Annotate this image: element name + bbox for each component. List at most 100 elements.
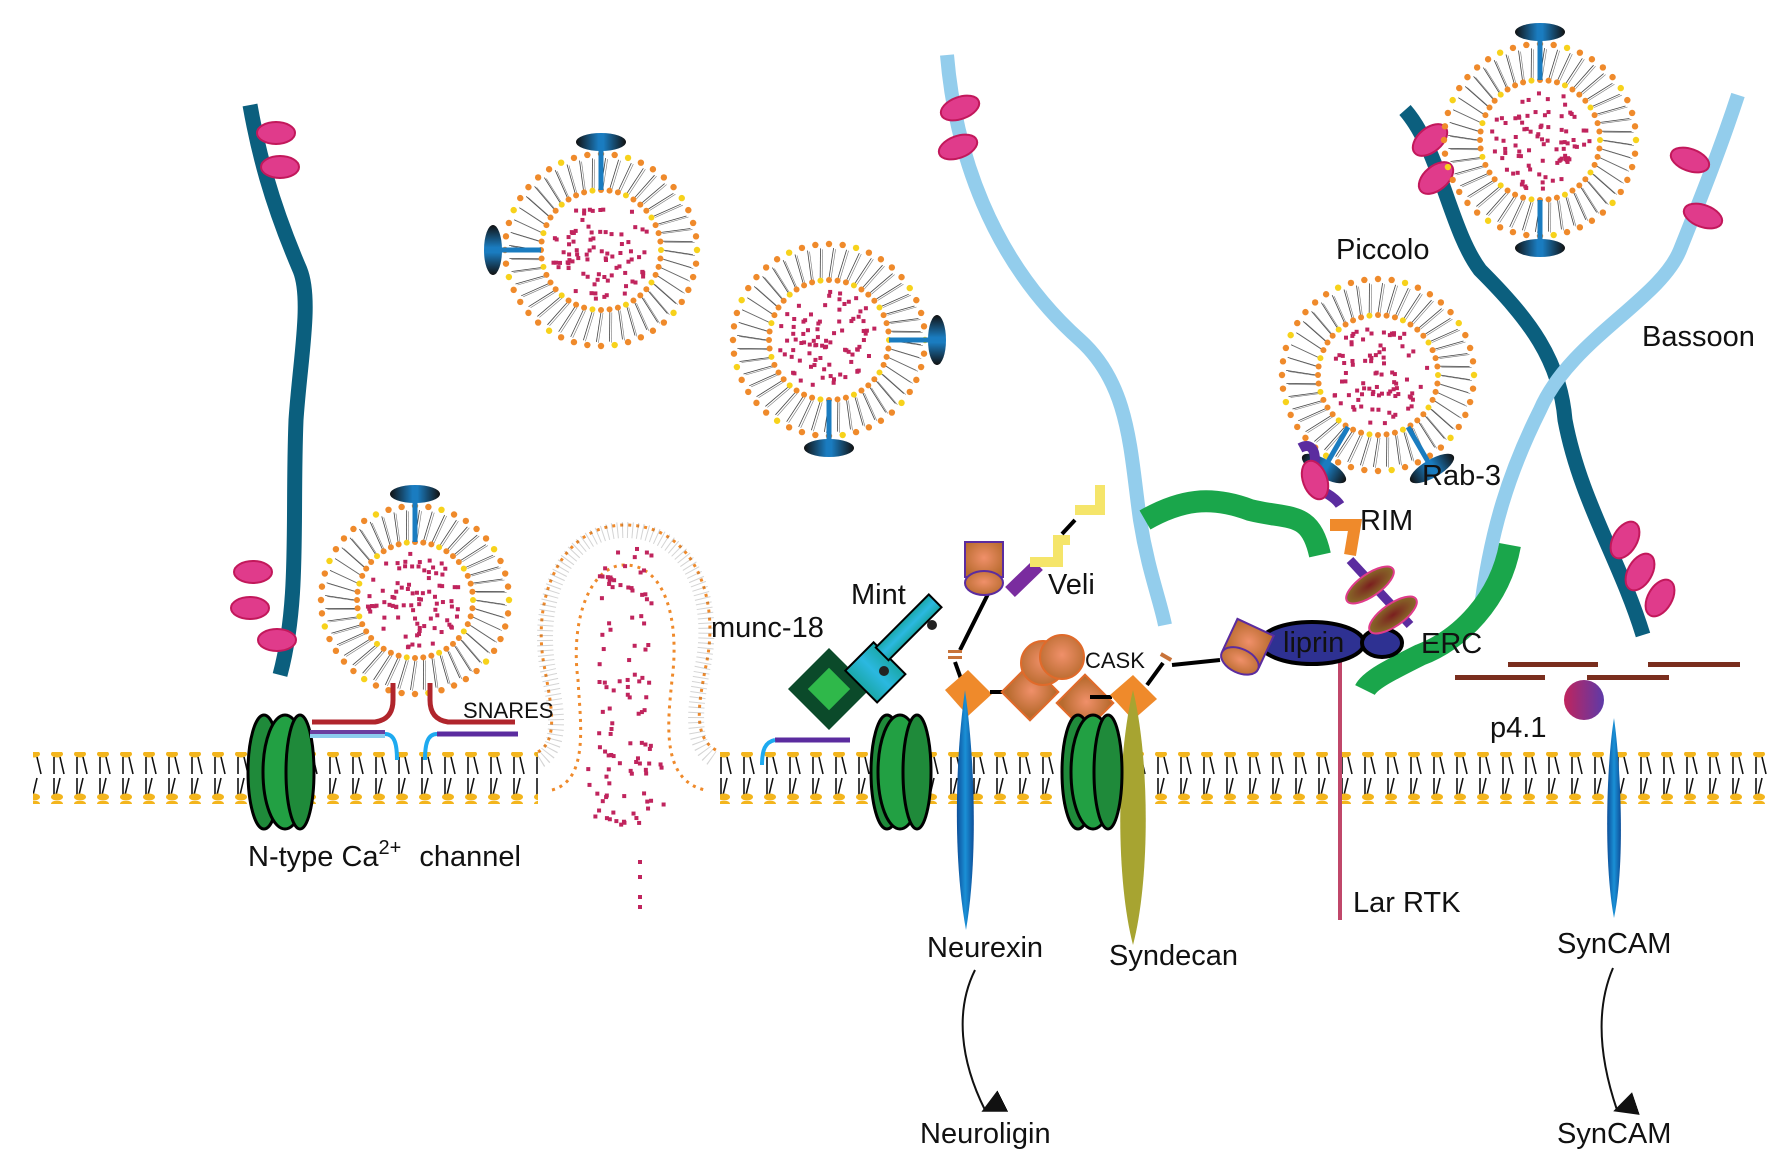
neurotransmitter-dot (1561, 94, 1566, 99)
neurotransmitter-dot (828, 374, 833, 379)
neurotransmitter-dot (1392, 331, 1397, 336)
neurotransmitter-dot (641, 274, 646, 279)
neurotransmitter-dot (622, 794, 627, 799)
synaptic-vesicle (317, 485, 513, 698)
actin-bar (1508, 662, 1598, 667)
p41-protein (1564, 680, 1604, 720)
neurotransmitter-dot (1526, 163, 1531, 168)
label-erc: ERC (1421, 628, 1482, 660)
neurotransmitter-dot (640, 675, 645, 680)
neurotransmitter-dot (1554, 147, 1559, 152)
labels: N-type Ca2+channel SNARES munc-18 Mint V… (248, 234, 1755, 1150)
neurotransmitter-dot (452, 585, 457, 590)
neurotransmitter-dot (638, 875, 642, 879)
neurotransmitter-dot (807, 342, 812, 347)
neurotransmitter-dot (644, 550, 649, 555)
neurotransmitter-dot (607, 706, 612, 711)
neurotransmitter-dot (405, 645, 410, 650)
neurotransmitter-dot (1537, 172, 1542, 177)
neurotransmitter-dot (417, 602, 422, 607)
rab3-protein (1515, 239, 1565, 257)
neurotransmitter-dot (1355, 388, 1360, 393)
neurotransmitter-dot (586, 224, 591, 229)
neurotransmitter-dot (403, 634, 408, 639)
neurotransmitter-dot (598, 229, 603, 234)
neurotransmitter-dot (597, 680, 602, 685)
neurotransmitter-dot (619, 242, 624, 247)
neurotransmitter-dot (625, 684, 630, 689)
neurotransmitter-dot (434, 571, 439, 576)
neurotransmitter-dot (628, 768, 633, 773)
neurotransmitter-dot (1587, 139, 1592, 144)
bassoon-filament-middle (937, 54, 1172, 627)
neurotransmitter-dot (387, 602, 392, 607)
neurotransmitter-dot (1379, 391, 1384, 396)
neurotransmitter-dot (1568, 110, 1573, 115)
ca-channel-3 (1060, 713, 1124, 831)
neurotransmitter-dot (410, 591, 415, 596)
neurotransmitter-dot (611, 754, 616, 759)
neurotransmitter-dot (1572, 144, 1577, 149)
neurotransmitter-dot (1404, 377, 1409, 382)
neurotransmitter-dot (831, 377, 836, 382)
neurotransmitter-dot (392, 595, 397, 600)
pink-domain (1682, 202, 1724, 230)
neurotransmitter-dot (439, 630, 444, 635)
pink-domain (256, 121, 296, 145)
neurotransmitter-dot (1567, 157, 1572, 162)
neurotransmitter-dot (849, 319, 854, 324)
neurotransmitter-dot (567, 258, 572, 263)
neurotransmitter-dot (624, 284, 629, 289)
neurotransmitter-dot (609, 232, 614, 237)
neurotransmitter-dot (603, 566, 608, 571)
pink-domain (1624, 552, 1656, 592)
neurotransmitter-dot (827, 362, 832, 367)
neurotransmitter-dot (1543, 175, 1548, 180)
neurotransmitter-dot (426, 576, 431, 581)
neurotransmitter-dot (1376, 393, 1381, 398)
neurotransmitter-dot (384, 561, 389, 566)
rim-pdz-domain (1330, 519, 1363, 556)
neurotransmitter-dot (604, 793, 609, 798)
neurotransmitter-dot (782, 352, 787, 357)
neurotransmitter-dot (838, 291, 843, 296)
pink-domain (937, 133, 979, 161)
neurotransmitter-dot (600, 574, 605, 579)
neurotransmitter-dot (634, 816, 639, 821)
neurotransmitter-dot (824, 338, 829, 343)
neurotransmitter-dot (627, 695, 632, 700)
neurotransmitter-dot (367, 606, 372, 611)
neurotransmitter-dot (1559, 177, 1564, 182)
neurotransmitter-dot (440, 572, 445, 577)
neurotransmitter-dot (625, 692, 630, 697)
neurotransmitter-dot (1500, 156, 1505, 161)
neurotransmitter-dot (593, 291, 598, 296)
neurotransmitter-dot (417, 643, 422, 648)
neurotransmitter-dot (606, 753, 611, 758)
neurotransmitter-dot (630, 615, 635, 620)
neurotransmitter-dot (623, 270, 628, 275)
neurotransmitter-dot (1527, 148, 1532, 153)
neurotransmitter-dot (637, 820, 642, 825)
neurotransmitter-dot (1369, 331, 1374, 336)
neurotransmitter-dot (793, 337, 798, 342)
neurotransmitter-dot (1572, 114, 1577, 119)
neurotransmitter-dot (801, 331, 806, 336)
neurotransmitter-dot (574, 248, 579, 253)
neurotransmitter-dot (1392, 372, 1397, 377)
neurotransmitter-dot (569, 230, 574, 235)
neurotransmitter-dot (1352, 407, 1357, 412)
neurotransmitter-dot (1494, 136, 1499, 141)
neurotransmitter-dot (1409, 404, 1414, 409)
neurotransmitter-dot (1349, 342, 1354, 347)
neurotransmitter-dot (828, 340, 833, 345)
neurotransmitter-dot (864, 328, 869, 333)
neurotransmitter-dot (626, 585, 631, 590)
neurotransmitter-dot (792, 371, 797, 376)
neurotransmitter-dot (1536, 91, 1541, 96)
neurotransmitter-dot (415, 621, 420, 626)
neurotransmitter-dot (605, 575, 610, 580)
neurotransmitter-dot (1511, 171, 1516, 176)
neurotransmitter-dot (1396, 392, 1401, 397)
neurotransmitter-dot (403, 564, 408, 569)
